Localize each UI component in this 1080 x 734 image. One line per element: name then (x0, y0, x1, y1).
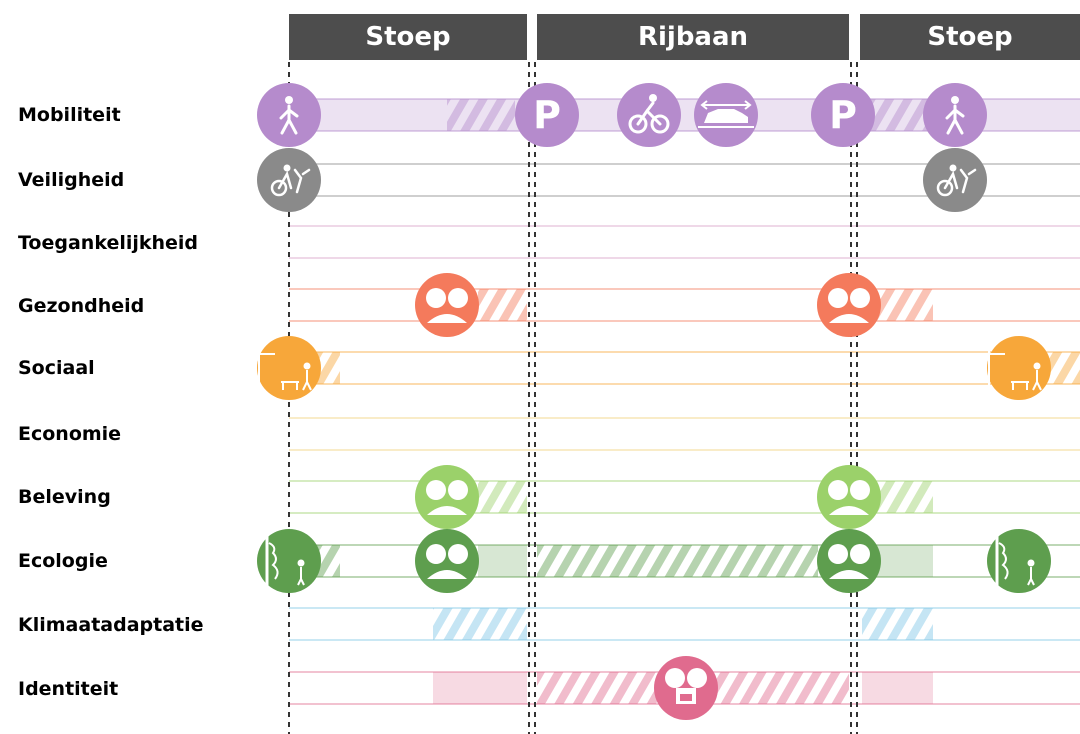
bench-icon (257, 336, 321, 400)
hatched-zone (478, 481, 527, 513)
plant-wall-icon (257, 529, 321, 593)
icon-circle (415, 273, 479, 337)
bench-icon (987, 336, 1051, 400)
trees-icon (415, 273, 479, 337)
trees-icon (817, 529, 881, 593)
hatched-zone (447, 99, 515, 131)
hatched-zone (478, 289, 527, 321)
filled-zone (478, 545, 527, 577)
pedestrian-icon (923, 83, 987, 147)
row-label-identiteit: Identiteit (18, 678, 119, 700)
filled-zone (862, 672, 933, 704)
street-gate-icon (654, 656, 718, 720)
row-label-sociaal: Sociaal (18, 357, 95, 379)
accident-icon (257, 148, 321, 212)
header-stoep-right: Stoep (860, 14, 1080, 60)
svg-text:P: P (533, 93, 561, 137)
icon-circle (817, 273, 881, 337)
icon-circle (817, 465, 881, 529)
row-label-ecologie: Ecologie (18, 550, 108, 572)
pedestrian-icon (257, 83, 321, 147)
row-label-mobiliteit: Mobiliteit (18, 104, 121, 126)
svg-text:P: P (829, 93, 857, 137)
icon-circle (415, 529, 479, 593)
parking-icon: P (811, 83, 875, 147)
cyclist-icon (617, 83, 681, 147)
trees-icon (415, 465, 479, 529)
icon-circle (811, 83, 875, 147)
parking-icon: P (515, 83, 579, 147)
hatched-zone (537, 545, 818, 577)
icon-circle (415, 465, 479, 529)
plant-wall-icon (987, 529, 1051, 593)
icon-circle (987, 336, 1051, 400)
hatched-zone (862, 608, 933, 640)
accident-icon (923, 148, 987, 212)
row-label-beleving: Beleving (18, 486, 111, 508)
header-stoep-left: Stoep (289, 14, 527, 60)
row-label-veiligheid: Veiligheid (18, 169, 125, 191)
row-label-toegankelijkheid: Toegankelijkheid (18, 232, 199, 254)
icon-circle (515, 83, 579, 147)
icon-circle (817, 529, 881, 593)
row-label-economie: Economie (18, 423, 122, 445)
filled-zone (433, 672, 527, 704)
hatched-zone (433, 608, 527, 640)
trees-icon (817, 273, 881, 337)
icon-circle (257, 336, 321, 400)
header-rijbaan: Rijbaan (537, 14, 849, 60)
row-label-klimaatadaptatie: Klimaatadaptatie (18, 614, 204, 636)
trees-icon (415, 529, 479, 593)
trees-icon (817, 465, 881, 529)
row-label-gezondheid: Gezondheid (18, 295, 145, 317)
car-icon (694, 83, 758, 147)
